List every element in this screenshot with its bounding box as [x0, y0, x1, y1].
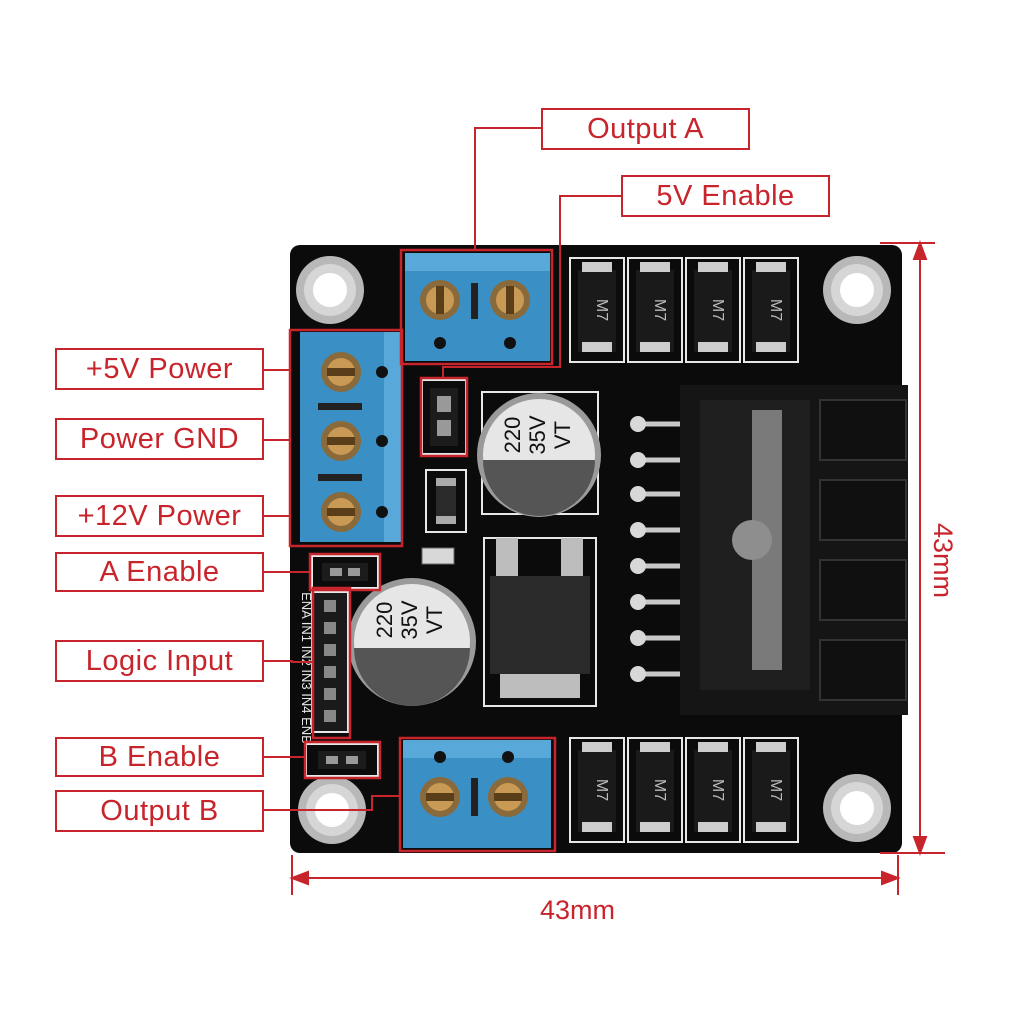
smd-component	[425, 469, 467, 533]
diode-marking-5: M7	[593, 779, 610, 801]
label-output-a: Output A	[541, 108, 750, 150]
voltage-regulator	[483, 537, 597, 707]
diode-row-bottom	[569, 737, 799, 843]
diode-marking-8: M7	[767, 779, 784, 801]
capacitor-2	[348, 578, 476, 706]
label-output-b: Output B	[55, 790, 264, 832]
label-logic-input: Logic Input	[55, 640, 264, 682]
terminal-power	[300, 332, 402, 542]
label-12v-power: +12V Power	[55, 495, 264, 537]
label-b-enable: B Enable	[55, 737, 264, 777]
mounting-hole-top-left	[296, 256, 364, 324]
terminal-output-b	[403, 740, 551, 848]
label-a-enable: A Enable	[55, 552, 264, 592]
diode-marking-4: M7	[767, 299, 784, 321]
capacitor-1	[477, 391, 601, 517]
dimension-height: 43mm	[928, 522, 959, 599]
diode-row-top	[569, 257, 799, 363]
diode-marking-2: M7	[651, 299, 668, 321]
header-pin-labels: ENA IN1 IN2 IN3 IN4 ENB	[299, 592, 314, 744]
capacitor-2-voltage: 35V	[397, 600, 422, 639]
label-power-gnd: Power GND	[55, 418, 264, 460]
logic-header	[311, 591, 349, 733]
capacitor-1-value: 220	[500, 417, 525, 454]
power-led	[421, 547, 455, 565]
diode-marking-6: M7	[651, 779, 668, 801]
label-5v-enable: 5V Enable	[621, 175, 830, 217]
leader-lines	[264, 127, 622, 811]
diode-marking-7: M7	[709, 779, 726, 801]
dimension-lines	[289, 240, 945, 895]
capacitor-1-series: VT	[550, 421, 575, 449]
jumper-5v-enable	[421, 379, 467, 455]
driver-ic-pads	[630, 416, 646, 682]
terminal-output-a	[405, 253, 550, 361]
diode-marking-3: M7	[709, 299, 726, 321]
label-5v-power: +5V Power	[55, 348, 264, 390]
capacitor-2-value: 220	[372, 602, 397, 639]
driver-ic-heatsink	[680, 385, 908, 715]
capacitor-2-series: VT	[422, 606, 447, 634]
mounting-hole-bottom-right	[823, 774, 891, 842]
dimension-width: 43mm	[540, 895, 616, 925]
diode-marking-1: M7	[593, 299, 610, 321]
capacitor-1-voltage: 35V	[525, 415, 550, 454]
mounting-hole-top-right	[823, 256, 891, 324]
